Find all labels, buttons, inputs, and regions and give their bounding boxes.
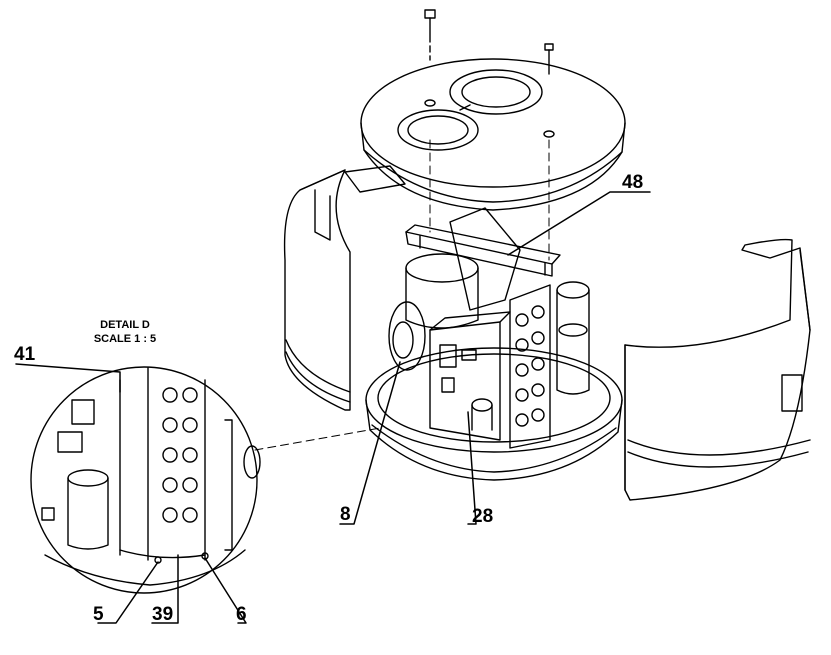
lid-bracket — [344, 165, 406, 193]
air-duct — [449, 207, 521, 311]
alignment-lines — [254, 139, 550, 451]
callout-28: 28 — [472, 506, 493, 527]
leader-lines — [15, 191, 651, 624]
leader-28 — [467, 411, 477, 525]
right-shell-panel — [624, 238, 811, 501]
electrical-box — [429, 311, 511, 441]
evaporator-coil — [509, 284, 551, 449]
leader-48 — [507, 191, 651, 256]
callout-39: 39 — [152, 604, 173, 625]
leader-6 — [204, 557, 247, 624]
fan-motor — [388, 301, 426, 371]
callout-5: 5 — [93, 604, 104, 625]
callout-6: 6 — [236, 604, 247, 625]
support-bar — [405, 224, 561, 277]
callout-41: 41 — [14, 344, 36, 365]
compressor — [556, 281, 590, 395]
detail-d-view — [30, 366, 261, 594]
top-bolt-left — [424, 9, 436, 61]
detail-d-scale: SCALE 1 : 5 — [94, 333, 156, 345]
leader-8 — [339, 361, 401, 525]
leader-41 — [15, 363, 121, 393]
callout-8: 8 — [340, 504, 351, 525]
base-tray — [365, 347, 623, 481]
detail-d-title: DETAIL D — [100, 319, 150, 331]
top-bolt-right — [544, 43, 554, 75]
leader-5 — [97, 561, 159, 624]
left-shell-panel — [283, 169, 351, 411]
leader-39 — [151, 554, 179, 624]
top-lid — [360, 58, 626, 211]
callout-48: 48 — [622, 172, 643, 193]
fan-housing — [405, 253, 479, 329]
